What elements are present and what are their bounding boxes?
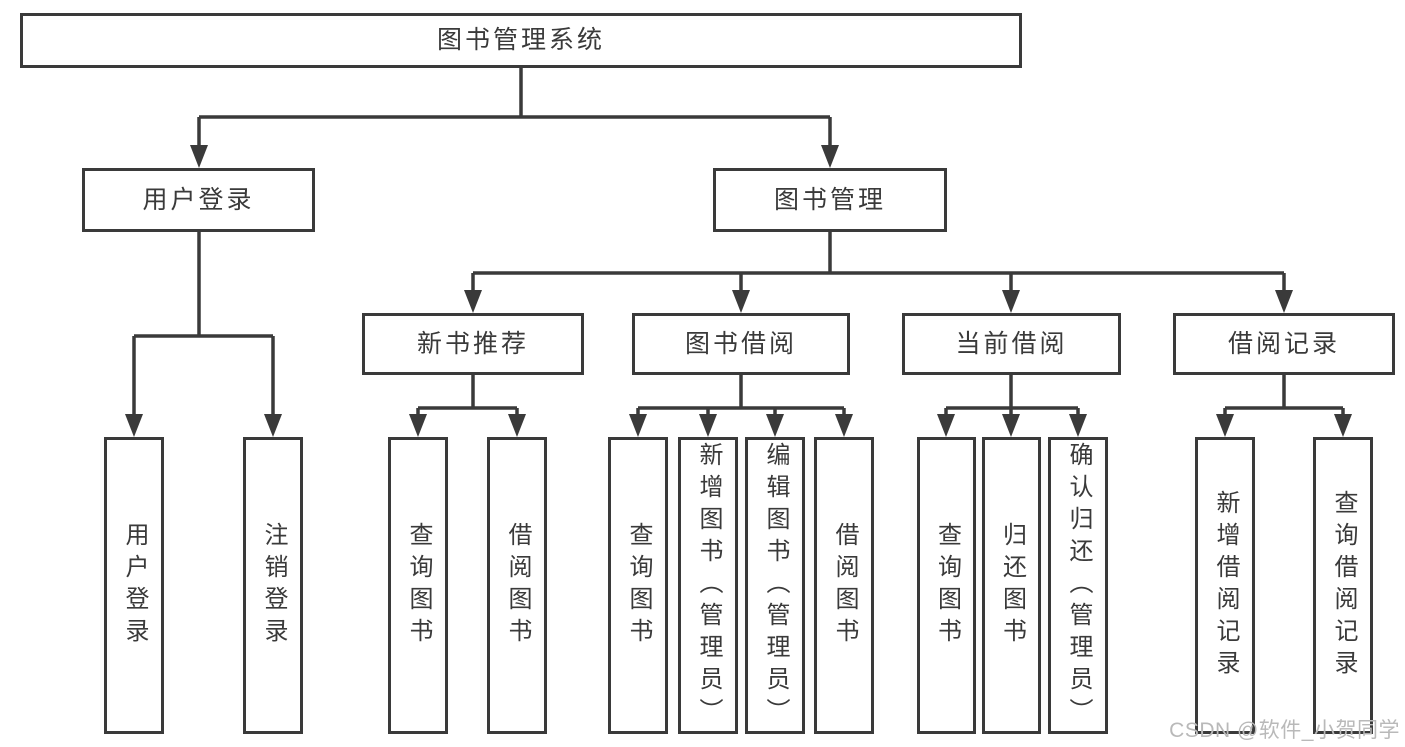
- leaf-borrow-book-recommend: 借阅图书: [487, 437, 547, 734]
- node-label: 图书管理系统: [436, 26, 605, 54]
- node-current-borrow: 当前借阅: [902, 313, 1121, 375]
- node-label: 当前借阅: [955, 329, 1068, 358]
- leaf-label: 新增图书（管理员）: [695, 441, 722, 730]
- node-book-management: 图书管理: [713, 168, 947, 232]
- leaf-label: 借阅图书: [504, 521, 531, 650]
- leaf-label: 查询图书: [933, 521, 961, 650]
- csdn-watermark: CSDN @软件_小贺同学: [1169, 719, 1400, 742]
- node-label: 借阅记录: [1227, 329, 1340, 358]
- leaf-confirm-return-admin: 确认归还（管理员）: [1048, 437, 1108, 734]
- leaf-label: 注销登录: [260, 521, 287, 650]
- leaf-query-book: 查询图书: [608, 437, 668, 734]
- leaf-label: 查询图书: [625, 521, 652, 650]
- leaf-label: 用户登录: [121, 521, 148, 650]
- leaf-query-borrow-record: 查询借阅记录: [1313, 437, 1373, 734]
- node-borrow-record: 借阅记录: [1173, 313, 1395, 375]
- node-new-book-recommend: 新书推荐: [362, 313, 584, 375]
- leaf-label: 确认归还（管理员）: [1065, 441, 1092, 730]
- node-user-login: 用户登录: [82, 168, 315, 232]
- arrowhead-icons: [125, 145, 1352, 437]
- leaf-label: 借阅图书: [831, 521, 858, 650]
- leaf-logout: 注销登录: [243, 437, 303, 734]
- leaf-edit-book-admin: 编辑图书（管理员）: [745, 437, 805, 734]
- leaf-label: 查询借阅记录: [1330, 489, 1357, 682]
- node-label: 图书借阅: [684, 329, 797, 358]
- leaf-return-book: 归还图书: [982, 437, 1041, 734]
- node-book-borrow: 图书借阅: [632, 313, 850, 375]
- leaf-query-current: 查询图书: [917, 437, 976, 734]
- leaf-borrow-book: 借阅图书: [814, 437, 874, 734]
- leaf-label: 编辑图书（管理员）: [762, 441, 789, 730]
- leaf-user-login: 用户登录: [104, 437, 164, 734]
- leaf-label: 查询图书: [405, 521, 432, 650]
- node-label: 用户登录: [142, 185, 255, 214]
- leaf-query-book-recommend: 查询图书: [388, 437, 448, 734]
- node-label: 新书推荐: [416, 329, 529, 358]
- node-label: 图书管理: [773, 185, 886, 214]
- leaf-add-borrow-record: 新增借阅记录: [1195, 437, 1255, 734]
- leaf-label: 新增借阅记录: [1212, 489, 1239, 682]
- node-library-system: 图书管理系统: [20, 13, 1022, 68]
- leaf-label: 归还图书: [998, 521, 1026, 650]
- leaf-add-book-admin: 新增图书（管理员）: [678, 437, 738, 734]
